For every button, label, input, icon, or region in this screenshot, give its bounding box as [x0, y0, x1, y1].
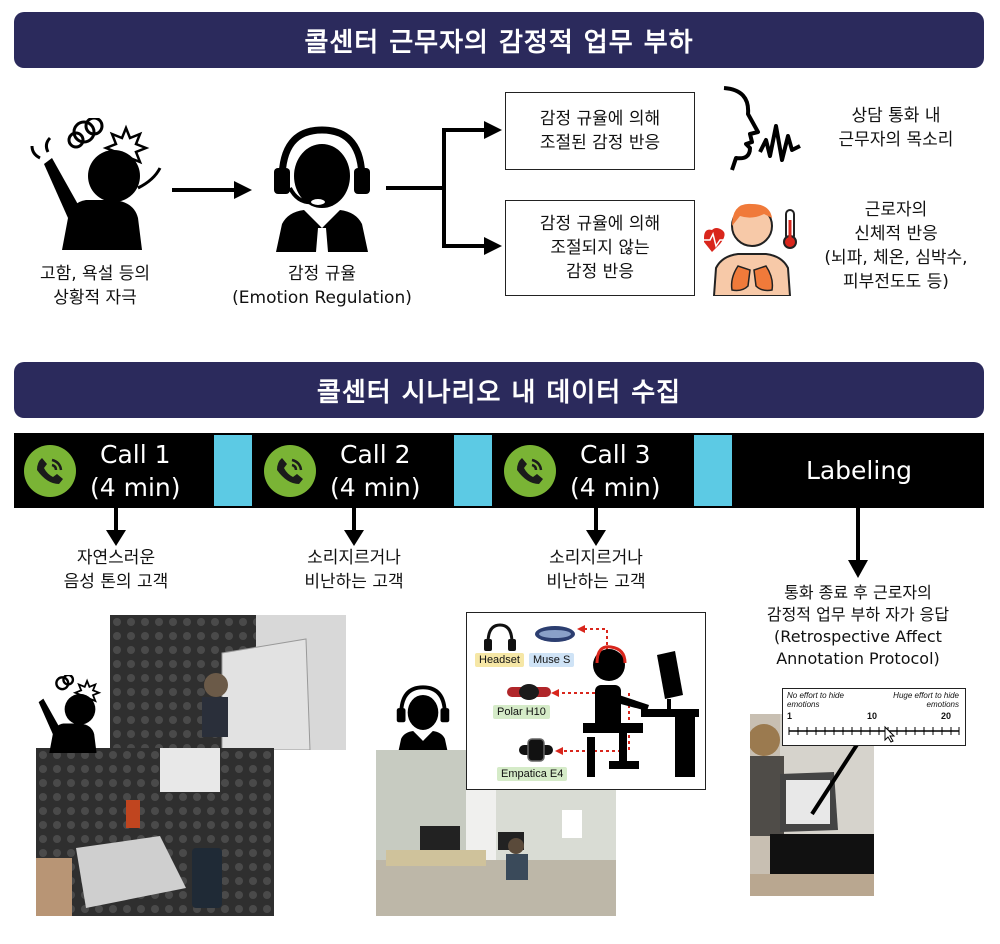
scale-max: 20 — [941, 711, 952, 721]
phone-icon — [24, 444, 76, 497]
timeline-bar: Call 1 (4 min) Call 2 (4 min) Call 3 (4 … — [14, 433, 984, 508]
arrow-down-icon — [106, 508, 126, 546]
break-gap — [454, 435, 492, 506]
scale-pointer-line — [810, 740, 862, 816]
arrow-down-icon — [586, 508, 606, 546]
branch-arrows — [386, 121, 502, 255]
phone-icon — [504, 444, 556, 497]
headset-icon — [484, 623, 516, 651]
booth-photo-top — [110, 615, 346, 750]
polar-tag: Polar H10 — [493, 705, 550, 719]
call-2-segment: Call 2 (4 min) — [264, 433, 454, 508]
empatica-watch-icon — [519, 738, 553, 762]
scale-left-label: No effort to hide emotions — [787, 691, 844, 709]
scale-right-label: Huge effort to hide emotions — [893, 691, 959, 709]
body-response-label: 근로자의 신체적 반응 (뇌파, 체온, 심박수, 피부전도도 등) — [824, 200, 968, 292]
labeling-title: Labeling — [805, 456, 913, 485]
unregulated-response-box: 감정 규율에 의해 조절되지 않는 감정 반응 — [505, 200, 695, 296]
desk-worker-icon — [583, 645, 699, 777]
arrow-down-icon — [344, 508, 364, 546]
headset-agent-icon — [396, 685, 450, 754]
section2-banner: 콜센터 시나리오 내 데이터 수집 — [14, 362, 984, 418]
labeling-segment: Labeling — [734, 433, 984, 508]
break-gap — [214, 435, 252, 506]
section1-title: 콜센터 근무자의 감정적 업무 부하 — [304, 27, 694, 58]
call-3-duration: (4 min) — [570, 472, 661, 502]
phone-icon — [264, 444, 316, 497]
effort-scale-card: No effort to hide emotions Huge effort t… — [782, 688, 966, 746]
call-1-duration: (4 min) — [90, 472, 181, 502]
call-1-name: Call 1 — [99, 439, 171, 469]
scale-mid: 10 — [867, 711, 878, 721]
booth-photo-bottom — [36, 748, 274, 916]
customer-3-label: 소리지르거나 비난하는 고객 — [546, 548, 646, 592]
stimulus-label: 고함, 욕설 등의 상황적 자극 — [39, 264, 151, 308]
call-1-segment: Call 1 (4 min) — [24, 433, 214, 508]
muse-tag: Muse S — [529, 653, 575, 667]
arrow-down-icon — [848, 508, 868, 578]
scale-min: 1 — [787, 711, 793, 721]
cursor-icon — [884, 725, 896, 743]
call-3-name: Call 3 — [579, 439, 651, 469]
body-response-icon — [704, 203, 797, 296]
regulation-label: 감정 규율 (Emotion Regulation) — [232, 264, 412, 308]
regulated-response-box: 감정 규율에 의해 조절된 감정 반응 — [505, 92, 695, 170]
break-gap — [694, 435, 732, 506]
call-3-segment: Call 3 (4 min) — [504, 433, 694, 508]
call-2-duration: (4 min) — [330, 472, 421, 502]
sensor-diagram: Headset Muse S Polar H10 Empatica E4 — [466, 612, 706, 790]
scale-slider[interactable] — [787, 723, 961, 743]
arrow-right-icon — [172, 181, 252, 199]
labeling-description: 통화 종료 후 근로자의 감정적 업무 부하 자가 응답 (Retrospect… — [766, 583, 950, 668]
customer-2-label: 소리지르거나 비난하는 고객 — [304, 548, 404, 592]
speaking-face-icon — [723, 86, 801, 171]
polar-strap-icon — [507, 684, 551, 700]
call-2-name: Call 2 — [339, 439, 411, 469]
headset-tag: Headset — [475, 653, 524, 667]
headset-agent-icon — [274, 126, 370, 252]
muse-headband-icon — [535, 626, 575, 642]
section2-title: 콜센터 시나리오 내 데이터 수집 — [316, 377, 682, 408]
customer-1-label: 자연스러운 음성 톤의 고객 — [63, 548, 169, 592]
voice-label: 상담 통화 내 근무자의 목소리 — [838, 106, 954, 150]
empatica-tag: Empatica E4 — [497, 767, 568, 781]
section1-banner: 콜센터 근무자의 감정적 업무 부하 — [14, 12, 984, 68]
angry-person-icon — [30, 118, 162, 250]
angry-person-icon — [38, 675, 102, 753]
